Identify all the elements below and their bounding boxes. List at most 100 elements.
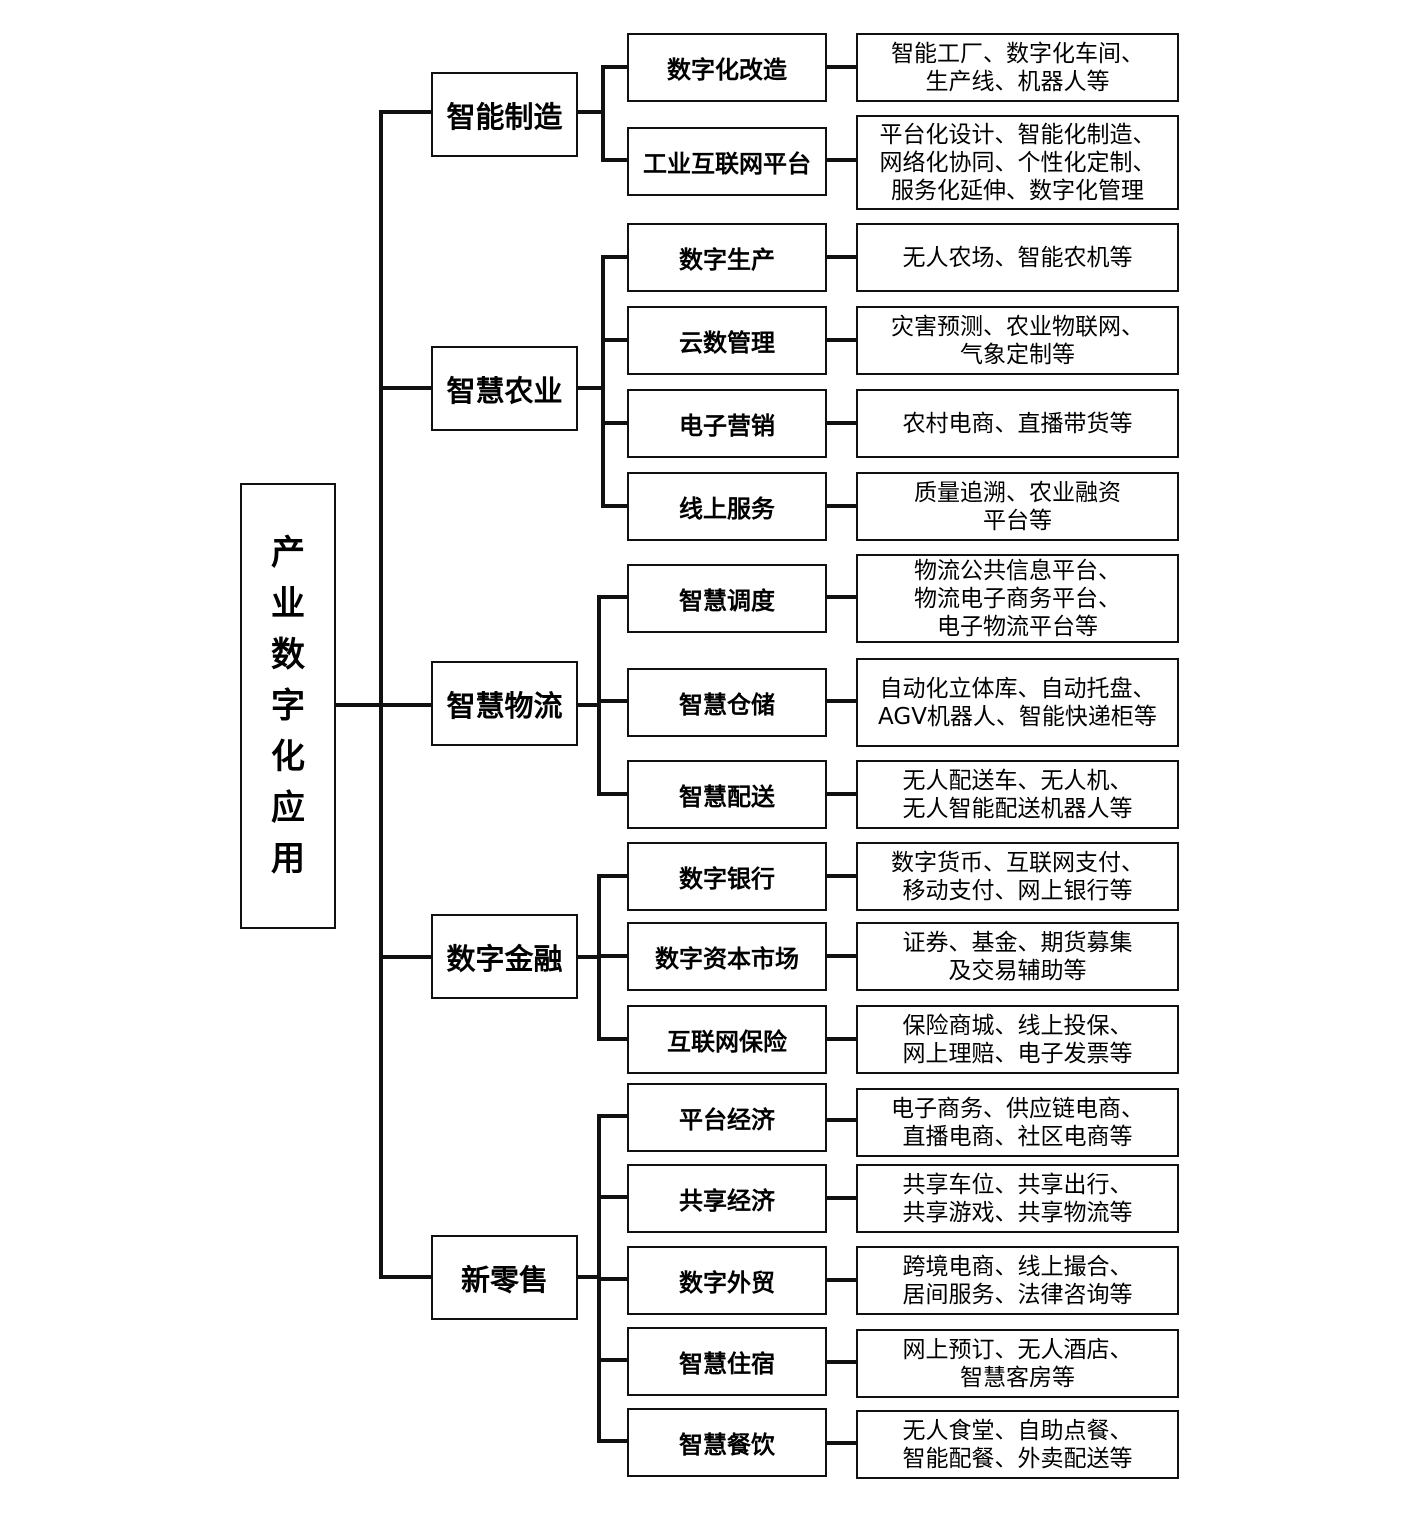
example-line: 及交易辅助等: [948, 957, 1087, 984]
subcategory-node: 数字生产: [627, 223, 827, 292]
category-label: 数字金融: [446, 941, 563, 976]
subcategory-node: 智慧住宿: [627, 1327, 827, 1396]
subcategory-label: 平台经济: [679, 1106, 775, 1134]
example-node: 网上预订、无人酒店、智慧客房等: [856, 1329, 1179, 1398]
subcategory-node: 互联网保险: [627, 1005, 827, 1074]
example-line: 网上预订、无人酒店、: [902, 1336, 1133, 1363]
subcategory-label: 数字生产: [679, 246, 775, 274]
example-line: 共享车位、共享出行、: [902, 1171, 1133, 1198]
subcategory-label: 智慧仓储: [679, 691, 775, 719]
example-node: 农村电商、直播带货等: [856, 389, 1179, 458]
example-line: 智能配餐、外卖配送等: [902, 1445, 1133, 1472]
subcategory-label: 智慧配送: [679, 783, 775, 811]
example-node: 自动化立体库、自动托盘、AGV机器人、智能快递柜等: [856, 658, 1179, 747]
subcategory-label: 智慧住宿: [679, 1350, 775, 1378]
subcategory-label: 云数管理: [679, 329, 775, 357]
category-digital-finance: 数字金融: [431, 914, 578, 999]
subcategory-node: 共享经济: [627, 1164, 827, 1233]
example-line: 自动化立体库、自动托盘、: [879, 675, 1156, 702]
root-title: 产业数字化应用: [271, 528, 305, 885]
subcategory-label: 数字外贸: [679, 1269, 775, 1297]
category-smart-logistics: 智慧物流: [431, 661, 578, 746]
subcategory-node: 数字外贸: [627, 1246, 827, 1315]
example-node: 灾害预测、农业物联网、气象定制等: [856, 306, 1179, 375]
example-line: 无人农场、智能农机等: [902, 244, 1133, 271]
example-line: 智能工厂、数字化车间、: [891, 40, 1144, 67]
example-line: 居间服务、法律咨询等: [902, 1281, 1133, 1308]
example-node: 跨境电商、线上撮合、居间服务、法律咨询等: [856, 1246, 1179, 1315]
example-node: 证券、基金、期货募集及交易辅助等: [856, 922, 1179, 991]
example-line: 证券、基金、期货募集: [902, 929, 1133, 956]
subcategory-node: 工业互联网平台: [627, 127, 827, 196]
subcategory-label: 数字化改造: [667, 56, 787, 84]
root-title-char: 业: [271, 583, 305, 624]
example-node: 物流公共信息平台、物流电子商务平台、电子物流平台等: [856, 554, 1179, 643]
category-label: 智慧物流: [446, 688, 563, 723]
subcategory-label: 智慧调度: [679, 587, 775, 615]
example-line: 生产线、机器人等: [925, 68, 1110, 95]
subcategory-node: 数字化改造: [627, 33, 827, 102]
root-title-char: 化: [271, 736, 305, 777]
example-line: 网络化协同、个性化定制、: [879, 149, 1156, 176]
subcategory-node: 平台经济: [627, 1083, 827, 1152]
example-line: 平台化设计、智能化制造、: [879, 121, 1156, 148]
example-node: 保险商城、线上投保、网上理赔、电子发票等: [856, 1005, 1179, 1074]
category-smart-manufacturing: 智能制造: [431, 72, 578, 157]
category-label: 智慧农业: [446, 373, 563, 408]
subcategory-label: 工业互联网平台: [643, 150, 811, 178]
root-title-char: 用: [271, 838, 305, 879]
subcategory-label: 智慧餐饮: [679, 1431, 775, 1459]
subcategory-label: 互联网保险: [667, 1028, 787, 1056]
example-line: 跨境电商、线上撮合、: [902, 1253, 1133, 1280]
subcategory-node: 数字银行: [627, 842, 827, 911]
example-line: 直播电商、社区电商等: [902, 1123, 1133, 1150]
example-line: 无人食堂、自助点餐、: [902, 1417, 1133, 1444]
example-line: 无人智能配送机器人等: [902, 795, 1133, 822]
subcategory-node: 智慧仓储: [627, 668, 827, 737]
subcategory-label: 线上服务: [679, 495, 775, 523]
subcategory-node: 云数管理: [627, 306, 827, 375]
example-line: 灾害预测、农业物联网、: [891, 313, 1144, 340]
example-node: 电子商务、供应链电商、直播电商、社区电商等: [856, 1088, 1179, 1157]
subcategory-label: 数字银行: [679, 865, 775, 893]
root-node: 产业数字化应用: [240, 483, 336, 929]
subcategory-node: 智慧调度: [627, 564, 827, 633]
example-node: 智能工厂、数字化车间、生产线、机器人等: [856, 33, 1179, 102]
example-line: 数字货币、互联网支付、: [891, 849, 1144, 876]
example-line: 共享游戏、共享物流等: [902, 1199, 1133, 1226]
example-line: 农村电商、直播带货等: [902, 410, 1133, 437]
example-node: 无人配送车、无人机、无人智能配送机器人等: [856, 760, 1179, 829]
subcategory-node: 智慧配送: [627, 760, 827, 829]
example-node: 数字货币、互联网支付、移动支付、网上银行等: [856, 842, 1179, 911]
root-title-char: 数: [271, 634, 305, 675]
example-node: 平台化设计、智能化制造、网络化协同、个性化定制、服务化延伸、数字化管理: [856, 115, 1179, 210]
example-line: 电子商务、供应链电商、: [891, 1095, 1144, 1122]
example-line: 质量追溯、农业融资: [914, 479, 1121, 506]
example-line: 智慧客房等: [960, 1364, 1075, 1391]
example-line: 网上理赔、电子发票等: [902, 1040, 1133, 1067]
category-new-retail: 新零售: [431, 1235, 578, 1320]
category-smart-agriculture: 智慧农业: [431, 346, 578, 431]
example-line: 无人配送车、无人机、: [902, 767, 1133, 794]
example-line: 保险商城、线上投保、: [902, 1012, 1133, 1039]
example-node: 无人农场、智能农机等: [856, 223, 1179, 292]
subcategory-node: 数字资本市场: [627, 922, 827, 991]
subcategory-node: 线上服务: [627, 472, 827, 541]
example-line: AGV机器人、智能快递柜等: [878, 703, 1157, 730]
example-node: 共享车位、共享出行、共享游戏、共享物流等: [856, 1164, 1179, 1233]
example-node: 无人食堂、自助点餐、智能配餐、外卖配送等: [856, 1410, 1179, 1479]
example-node: 质量追溯、农业融资平台等: [856, 472, 1179, 541]
example-line: 服务化延伸、数字化管理: [891, 177, 1144, 204]
category-label: 智能制造: [446, 99, 563, 134]
root-title-char: 应: [271, 787, 305, 828]
example-line: 物流电子商务平台、: [914, 585, 1121, 612]
subcategory-node: 电子营销: [627, 389, 827, 458]
subcategory-label: 电子营销: [679, 412, 775, 440]
example-line: 平台等: [983, 507, 1052, 534]
example-line: 电子物流平台等: [937, 613, 1098, 640]
subcategory-node: 智慧餐饮: [627, 1408, 827, 1477]
root-title-char: 字: [271, 685, 305, 726]
subcategory-label: 共享经济: [679, 1187, 775, 1215]
example-line: 气象定制等: [960, 341, 1075, 368]
